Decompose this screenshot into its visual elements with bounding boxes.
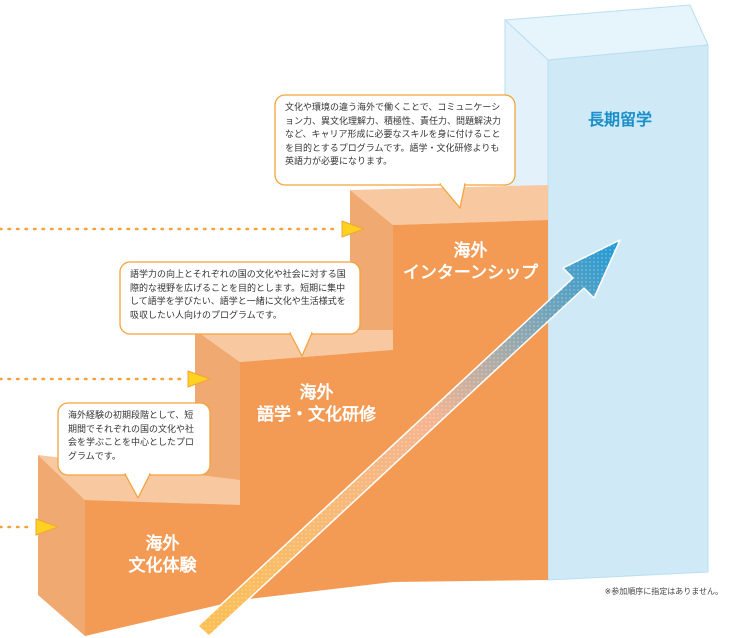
step3-label: 海外 インターンシップ <box>393 240 548 284</box>
bubble-shape-1 <box>57 402 211 499</box>
step1-front <box>85 500 240 636</box>
guide-line-1 <box>0 518 60 536</box>
long-term-label: 長期留学 <box>587 110 652 129</box>
step3-label-line1: 海外 <box>453 241 488 261</box>
step2-label-line1: 海外 <box>299 383 334 403</box>
step3-label-line2: インターンシップ <box>402 263 539 283</box>
bubble-shape-2 <box>119 261 361 357</box>
step1-left-side <box>38 455 85 636</box>
progress-arrow <box>197 239 621 637</box>
step1-label-line2: 文化体験 <box>128 556 197 576</box>
guide-arrow-2 <box>187 370 212 388</box>
bubble-culture-text: 海外経験の初期段階として、短期間でそれぞれの国の文化や社会を学ぶことを中心とした… <box>68 411 195 462</box>
guide-arrow-1 <box>35 518 60 536</box>
guide-line-3 <box>0 220 366 238</box>
step3-front <box>393 220 548 582</box>
step1-label: 海外 文化体験 <box>85 533 240 577</box>
step2-front <box>240 350 393 600</box>
step2-label: 海外 語学・文化研修 <box>240 382 393 426</box>
step1-label-line1: 海外 <box>145 534 180 554</box>
step3-top <box>350 185 548 225</box>
guide-line-2 <box>0 370 212 388</box>
step2-top <box>195 330 393 362</box>
step2-label-line2: 語学・文化研修 <box>257 405 376 425</box>
bubble-language-text: 語学力の向上とそれぞれの国の文化や社会に対する国際的な視野を広げることを目的とし… <box>130 270 346 321</box>
bubble-shape-3 <box>274 94 516 209</box>
guide-arrow-3 <box>341 220 366 238</box>
order-note: ※参加順序に指定はありません。 <box>604 587 723 596</box>
bubble-internship-text: 文化や環境の違う海外で働くことで、コミュニケーション力、異文化理解力、積極性、責… <box>285 103 502 167</box>
